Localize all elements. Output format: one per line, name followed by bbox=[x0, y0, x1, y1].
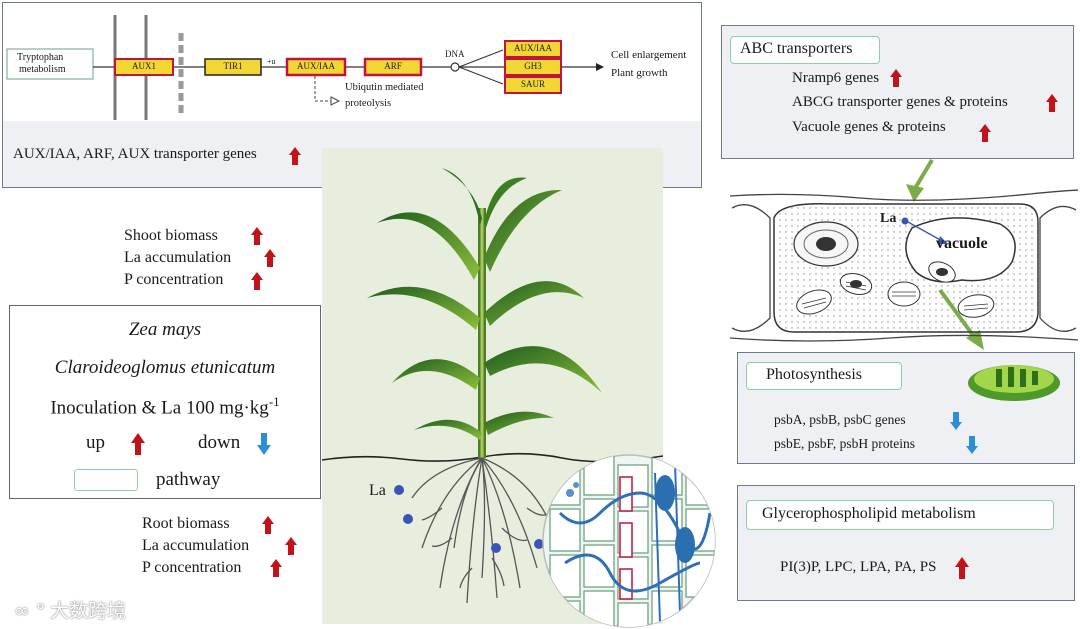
abc-item-vacuole: Vacuole genes & proteins bbox=[792, 119, 946, 135]
glycerophospholipid-title-pill bbox=[746, 500, 1054, 530]
gene-note: AUX/IAA, ARF, AUX transporter genes bbox=[13, 146, 257, 162]
photosynthesis-panel: Photosynthesis psbA, psbB, psbC genes ps… bbox=[737, 352, 1075, 464]
shoot-p-label: P concentration bbox=[124, 271, 224, 288]
up-arrow-icon bbox=[131, 433, 145, 455]
legend-species: Zea mays bbox=[128, 319, 202, 340]
tryptophan-label-line2: metabolism bbox=[19, 64, 66, 75]
la-particle bbox=[403, 514, 413, 524]
watermark-icon: ∞ ° bbox=[14, 600, 46, 622]
up-arrow-icon bbox=[285, 537, 297, 555]
legend-down-label: down bbox=[198, 432, 241, 453]
up-arrow-icon bbox=[262, 516, 274, 534]
cell-la-label: La bbox=[880, 211, 897, 226]
legend-fungus: Claroideoglomus etunicatum bbox=[54, 357, 276, 378]
la-particle bbox=[534, 539, 544, 549]
abc-item-abcg: ABCG transporter genes & proteins bbox=[792, 94, 1008, 110]
plus-label: +u bbox=[267, 57, 276, 66]
legend-up-label: up bbox=[86, 432, 105, 453]
outcome-label-line1: Cell enlargement bbox=[611, 49, 687, 61]
target-saur-label: SAUR bbox=[520, 79, 545, 89]
abc-transporters-panel: ABC transporters Nramp6 genes ABCG trans… bbox=[721, 25, 1074, 159]
legend-pathway-label: pathway bbox=[156, 469, 221, 490]
gh3-box bbox=[504, 58, 562, 76]
target-gh3-label: GH3 bbox=[524, 61, 542, 71]
photosynthesis-item-proteins: psbE, psbF, psbH proteins bbox=[774, 436, 916, 451]
legend-treatment-text: Inoculation & La 100 mg·kg bbox=[50, 397, 269, 419]
legend-box: Zea mays Claroideoglomus etunicatum Inoc… bbox=[9, 305, 321, 499]
arf-box bbox=[363, 57, 423, 77]
root-cell-magnified bbox=[542, 454, 716, 628]
saur-box bbox=[504, 76, 562, 94]
legend-pathway-swatch bbox=[74, 469, 138, 491]
dna-label: DNA bbox=[445, 49, 465, 59]
auxin-pathway-panel: Tryptophan metabolism AUX1 TIR1 +u AUX/I… bbox=[2, 2, 702, 188]
root-p-label: P concentration bbox=[142, 559, 242, 576]
up-arrow-icon bbox=[890, 69, 902, 87]
outcome-label-line2: Plant growth bbox=[611, 67, 668, 79]
legend-treatment: Inoculation & La 100 mg·kg-1 bbox=[10, 394, 320, 419]
tir1-label: TIR1 bbox=[223, 61, 243, 71]
shoot-biomass-label: Shoot biomass bbox=[124, 227, 218, 244]
shoot-la-label: La accumulation bbox=[124, 249, 232, 266]
tir1-box bbox=[204, 58, 262, 76]
up-arrow-icon bbox=[264, 249, 276, 267]
photosynthesis-title: Photosynthesis bbox=[766, 366, 863, 383]
legend-treatment-exponent: -1 bbox=[268, 394, 280, 409]
aux1-label: AUX1 bbox=[132, 61, 156, 71]
arf-label: ARF bbox=[384, 61, 402, 71]
abc-title-pill bbox=[730, 36, 880, 64]
up-arrow-icon bbox=[955, 557, 969, 579]
photosynthesis-title-pill bbox=[746, 362, 902, 390]
down-arrow-icon bbox=[950, 412, 962, 430]
la-particle bbox=[491, 543, 501, 553]
maize-plant-illustration bbox=[322, 168, 663, 604]
la-particle bbox=[394, 485, 404, 495]
down-arrow-icon bbox=[257, 433, 271, 455]
aux-iaa-label: AUX/IAA bbox=[297, 61, 335, 71]
abc-item-nramp6: Nramp6 genes bbox=[792, 70, 880, 86]
up-arrow-icon bbox=[1046, 94, 1058, 112]
glycerophospholipid-title: Glycerophospholipid metabolism bbox=[762, 505, 976, 522]
watermark: ∞ °大数跨境 bbox=[14, 596, 126, 623]
up-arrow-icon bbox=[251, 272, 263, 290]
down-arrow-icon bbox=[966, 436, 978, 454]
soil-la-label: La bbox=[369, 482, 386, 499]
root-biomass-label: Root biomass bbox=[142, 515, 230, 532]
root-la-label: La accumulation bbox=[142, 537, 250, 554]
aux-iaa-box bbox=[285, 57, 347, 77]
aux-iaa-target-box bbox=[504, 40, 562, 58]
glycerophospholipid-item: PI(3)P, LPC, LPA, PA, PS bbox=[780, 559, 937, 575]
up-arrow-icon bbox=[979, 124, 991, 142]
up-arrow-icon bbox=[289, 147, 301, 165]
tryptophan-label-line1: Tryptophan bbox=[17, 52, 64, 63]
proteolysis-label-line2: proteolysis bbox=[345, 98, 392, 109]
tryptophan-box bbox=[6, 48, 94, 80]
dna-node bbox=[450, 62, 460, 72]
target-aux-iaa-label: AUX/IAA bbox=[514, 43, 552, 53]
glycerophospholipid-panel: Glycerophospholipid metabolism PI(3)P, L… bbox=[737, 485, 1075, 601]
auxin-pathway-diagram bbox=[6, 15, 604, 120]
vacuole-label: vacuole bbox=[936, 235, 988, 252]
aux1-box bbox=[114, 58, 174, 76]
plant-cell-diagram bbox=[730, 189, 1078, 342]
chloroplast-3d-icon bbox=[968, 365, 1060, 401]
up-arrow-icon bbox=[251, 227, 263, 245]
photosynthesis-item-genes: psbA, psbB, psbC genes bbox=[774, 412, 906, 427]
up-arrow-icon bbox=[270, 559, 282, 577]
abc-title: ABC transporters bbox=[740, 40, 853, 57]
proteolysis-label-line1: Ubiqutin mediated bbox=[345, 82, 424, 93]
watermark-text: 大数跨境 bbox=[50, 600, 127, 622]
